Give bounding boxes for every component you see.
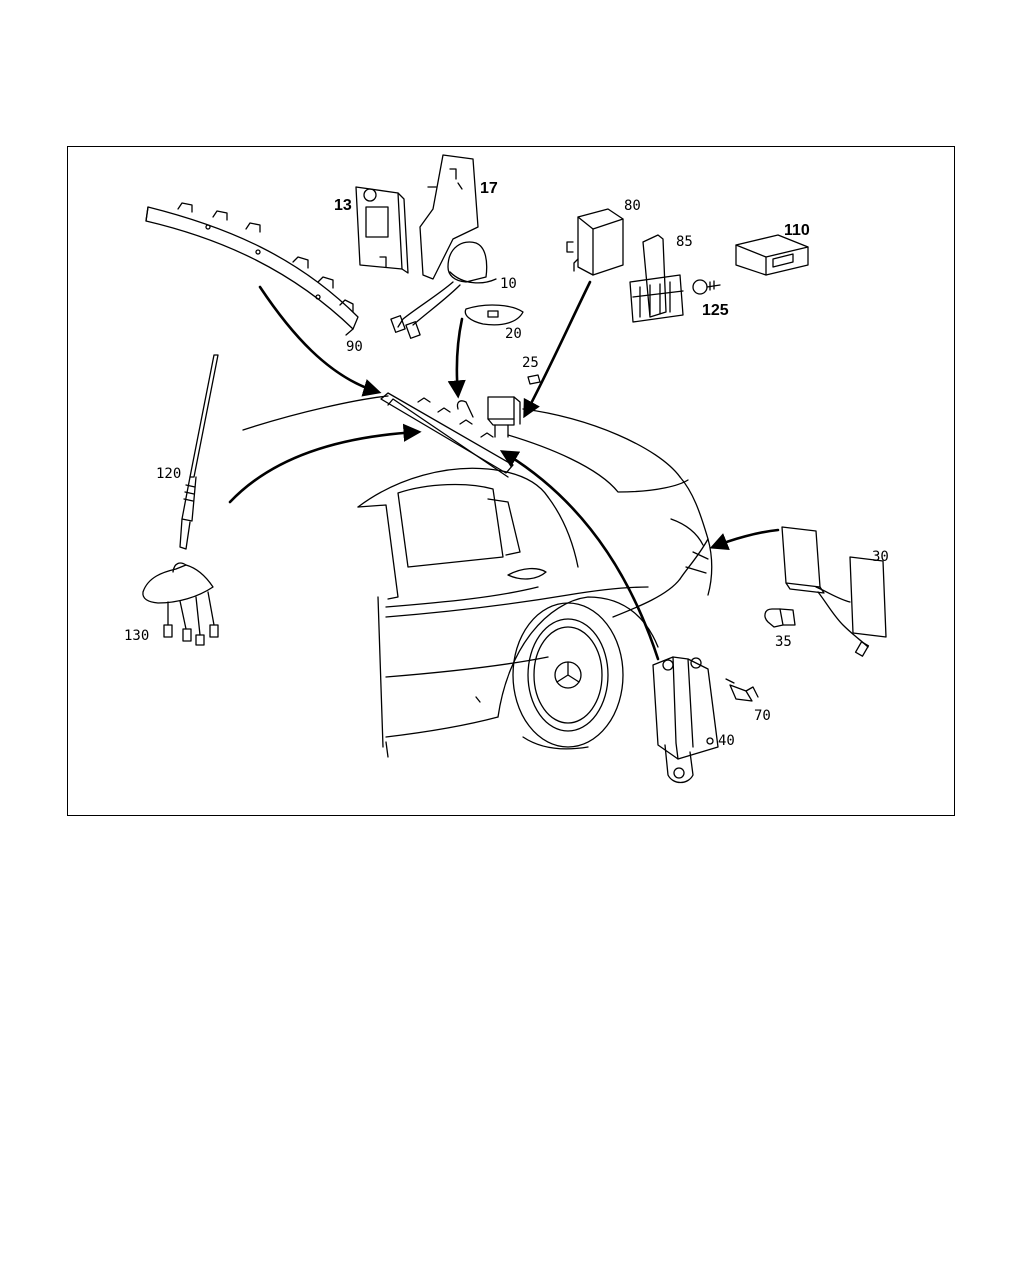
arrow-80-to-roof xyxy=(523,280,592,419)
roof-line-left xyxy=(242,395,389,431)
callout-10: 10 xyxy=(500,276,517,292)
beltline xyxy=(385,586,539,608)
door-handle xyxy=(507,567,547,580)
callout-130: 130 xyxy=(124,628,150,644)
trunk-edge xyxy=(670,518,704,546)
part-70-screw xyxy=(725,678,759,702)
rear-window-top xyxy=(357,467,549,508)
rear-tire-outer xyxy=(512,602,624,748)
callout-20: 20 xyxy=(505,326,522,342)
part-130-antenna-base xyxy=(142,562,219,646)
assembly-arrows xyxy=(228,280,780,661)
car-body xyxy=(242,395,713,758)
part-40-module xyxy=(652,656,719,784)
callout-30: 30 xyxy=(872,549,889,565)
rear-end xyxy=(679,476,713,596)
diagram-drawing xyxy=(142,154,887,784)
callout-25: 25 xyxy=(522,355,539,371)
part-17-bracket xyxy=(419,154,479,280)
callout-110: 110 xyxy=(784,222,810,239)
exploded-parts-diagram: 13 17 10 20 90 80 85 110 125 25 120 130 … xyxy=(67,146,955,816)
arrow-20-to-roof xyxy=(447,317,466,399)
part-20-gasket xyxy=(464,304,524,326)
callout-80: 80 xyxy=(624,198,641,214)
rear-door-window xyxy=(397,483,504,568)
rocker-panel xyxy=(385,716,499,738)
arrow-40-to-roof xyxy=(499,450,660,661)
c-pillar xyxy=(547,496,579,568)
roof-line-right xyxy=(522,408,681,478)
part-30-window-antenna xyxy=(781,526,887,657)
callout-120: 120 xyxy=(156,466,182,482)
callout-40: 40 xyxy=(718,733,735,749)
callout-35: 35 xyxy=(775,634,792,650)
part-10-antenna-fin xyxy=(390,241,497,339)
callout-85: 85 xyxy=(676,234,693,250)
arrow-30-to-rear xyxy=(709,528,780,551)
part-85-bracket xyxy=(629,234,684,323)
callout-90: 90 xyxy=(346,339,363,355)
rear-tire-inner xyxy=(527,618,609,732)
b-pillar xyxy=(357,504,399,600)
callout-125: 125 xyxy=(702,302,729,319)
rear-rim xyxy=(533,626,603,724)
callout-17: 17 xyxy=(480,180,498,197)
callout-70: 70 xyxy=(754,708,771,724)
wheel-arch xyxy=(497,596,659,718)
lower-crease xyxy=(385,656,549,678)
roof-rail-assembly xyxy=(380,392,521,478)
tire-ground xyxy=(522,736,589,750)
part-110-control-unit xyxy=(735,234,809,276)
arrow-120-to-roof xyxy=(228,423,422,504)
star-emblem xyxy=(556,661,580,683)
quarter-window xyxy=(487,498,521,556)
body-crease xyxy=(385,586,649,618)
arrow-90-to-roof xyxy=(258,285,382,397)
body-mark xyxy=(475,696,481,703)
part-35-push-clip xyxy=(764,608,796,628)
front-door-edge xyxy=(377,596,384,748)
rear-deck xyxy=(507,434,689,493)
part-120-rod-antenna xyxy=(179,354,219,550)
taillight-top xyxy=(679,538,709,580)
part-80-amplifier xyxy=(566,208,624,276)
roof-antenna-base xyxy=(456,400,474,418)
bumper-line xyxy=(612,578,681,618)
taillight-detail xyxy=(685,551,709,574)
part-13-module xyxy=(355,186,409,274)
part-125-screw xyxy=(692,279,721,295)
rocker-end xyxy=(385,741,389,758)
module-80-installed xyxy=(487,396,515,420)
callout-13: 13 xyxy=(334,197,352,214)
part-25-clip xyxy=(527,374,541,385)
part-90-antenna-rail xyxy=(145,202,359,336)
